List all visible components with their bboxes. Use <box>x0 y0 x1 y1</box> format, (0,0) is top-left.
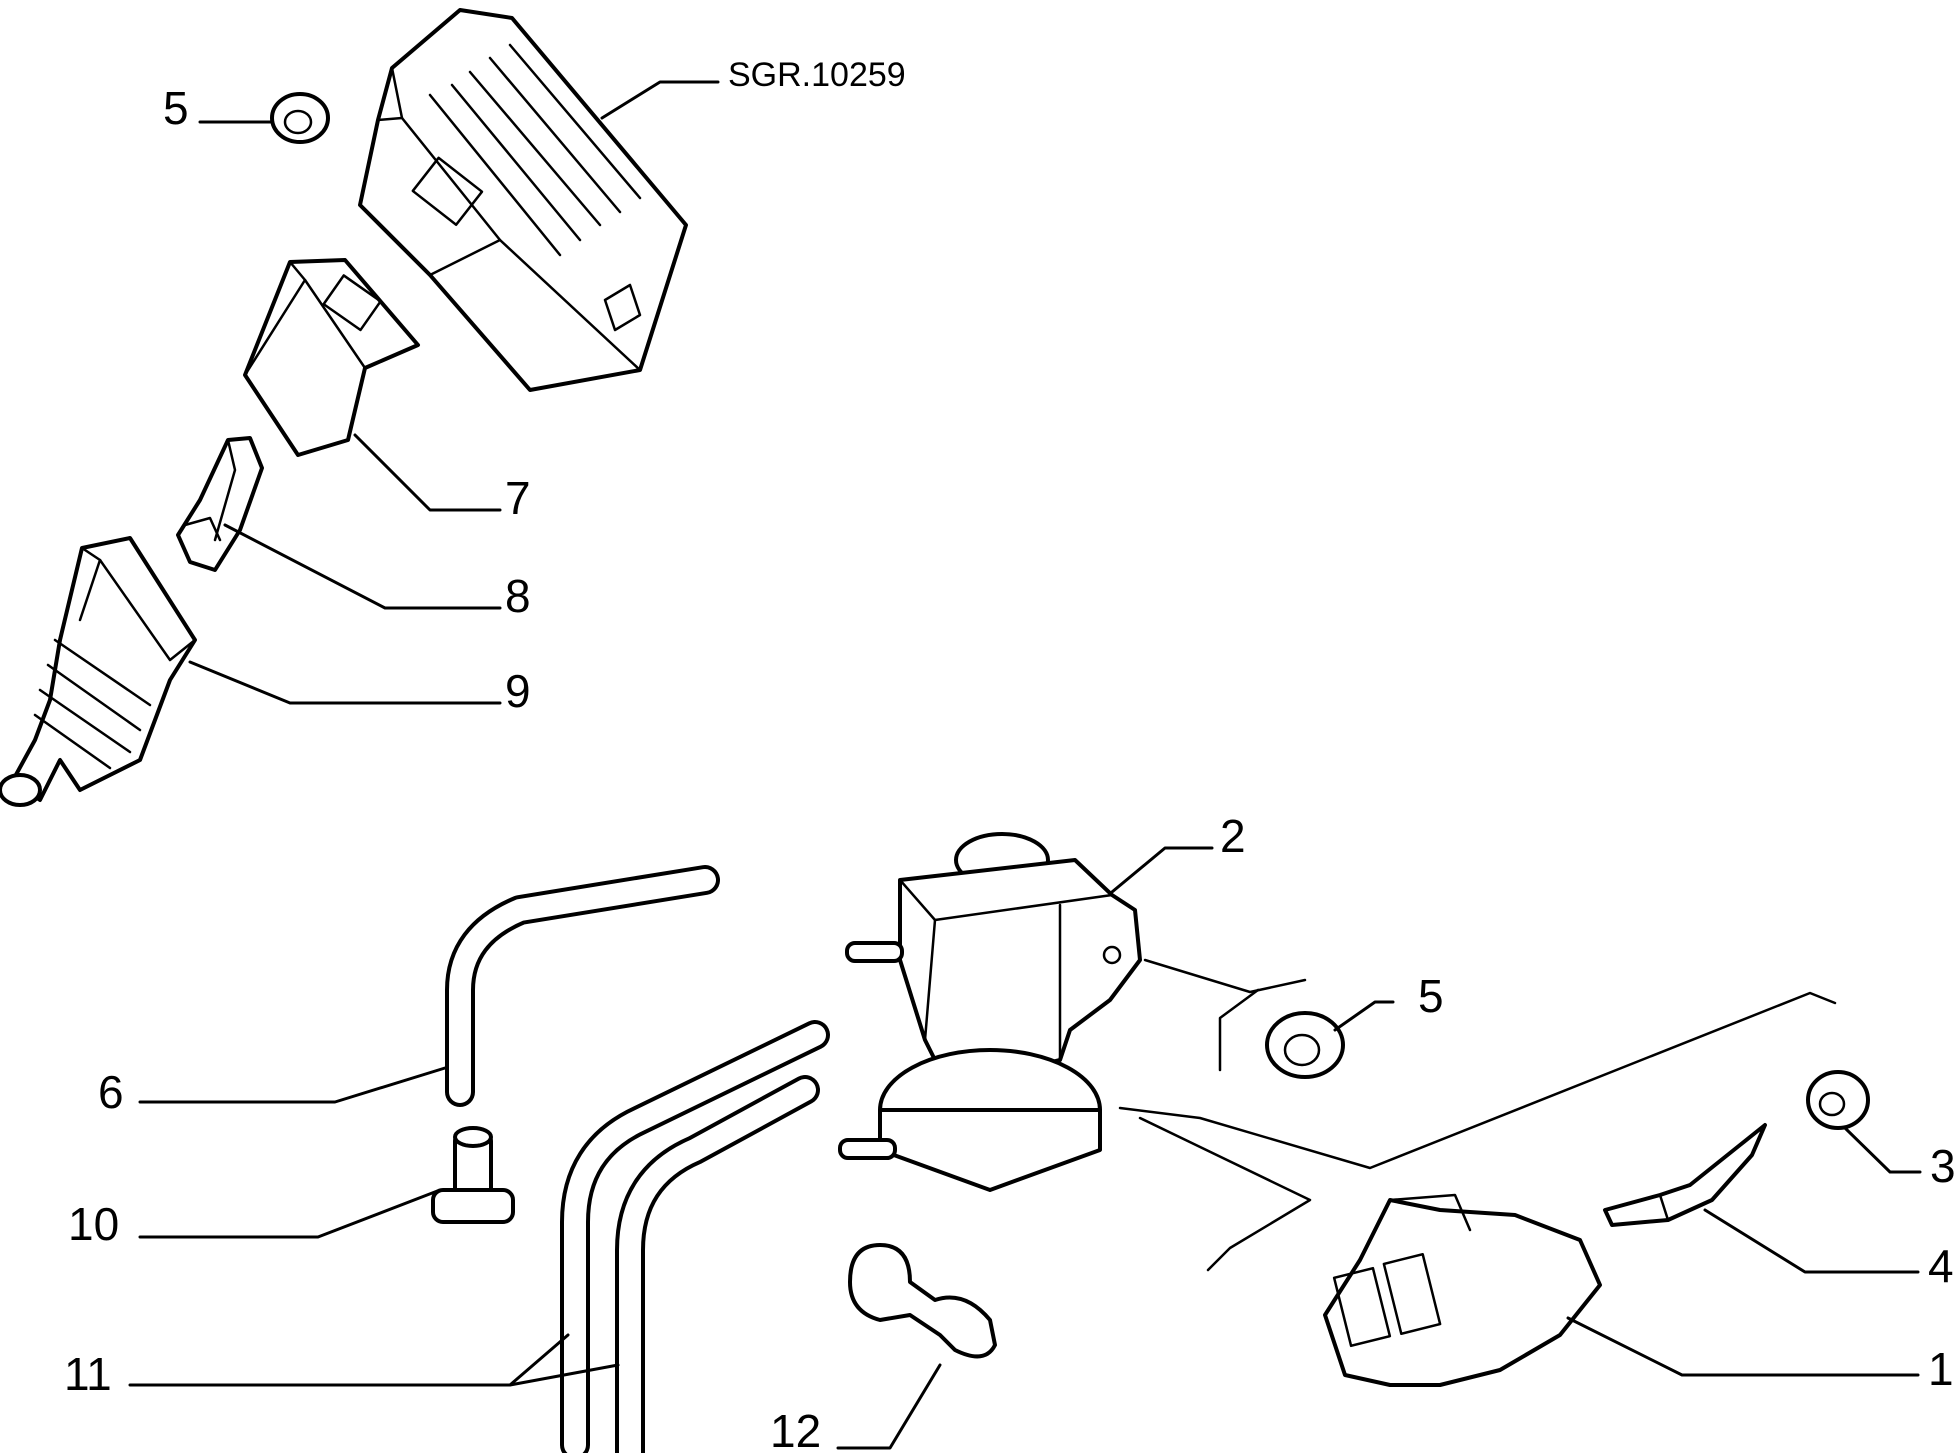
callout-7: 7 <box>505 472 531 524</box>
control-unit <box>358 8 688 392</box>
leader-10 <box>138 1188 442 1239</box>
leader-1 <box>1566 1316 1920 1377</box>
leader-9 <box>188 660 502 705</box>
leader-6 <box>138 1066 447 1104</box>
callout-5-top: 5 <box>163 82 189 134</box>
terminal <box>176 436 264 572</box>
valve <box>838 832 1142 1192</box>
leader-11b <box>508 1363 620 1387</box>
connector <box>1323 1193 1602 1387</box>
relay <box>243 258 420 457</box>
callout-1: 1 <box>1928 1343 1954 1395</box>
reference-leader <box>600 80 720 120</box>
callout-5-right: 5 <box>1418 970 1444 1022</box>
callout-4: 4 <box>1928 1240 1954 1292</box>
callout-6: 6 <box>98 1066 124 1118</box>
assembly-line-d <box>1138 1116 1312 1272</box>
leader-7 <box>353 433 502 512</box>
leader-12 <box>836 1363 942 1450</box>
nut-top <box>270 92 330 144</box>
callout-8: 8 <box>505 570 531 622</box>
spacer <box>431 1126 515 1224</box>
callout-3: 3 <box>1930 1140 1956 1192</box>
leader-11 <box>128 1333 570 1387</box>
assembly-line-a <box>1143 958 1307 994</box>
callout-9: 9 <box>505 665 531 717</box>
leader-4 <box>1703 1208 1920 1274</box>
callout-2: 2 <box>1220 810 1246 862</box>
terminal-small <box>1603 1123 1767 1227</box>
drawing-reference: SGR.10259 <box>728 56 906 94</box>
grommet <box>1806 1070 1870 1130</box>
leader-3 <box>1843 1126 1922 1174</box>
callout-11: 11 <box>64 1348 112 1400</box>
callout-10: 10 <box>68 1198 119 1250</box>
clip <box>848 1243 997 1359</box>
nut-right <box>1265 1011 1345 1079</box>
switch <box>0 536 197 807</box>
assembly-line-c <box>1118 991 1837 1170</box>
assembly-line-b <box>1218 988 1260 1072</box>
leader-2 <box>1110 846 1214 894</box>
callout-12: 12 <box>770 1405 821 1453</box>
leader-5b <box>1333 1000 1395 1032</box>
leader-8 <box>223 523 502 610</box>
